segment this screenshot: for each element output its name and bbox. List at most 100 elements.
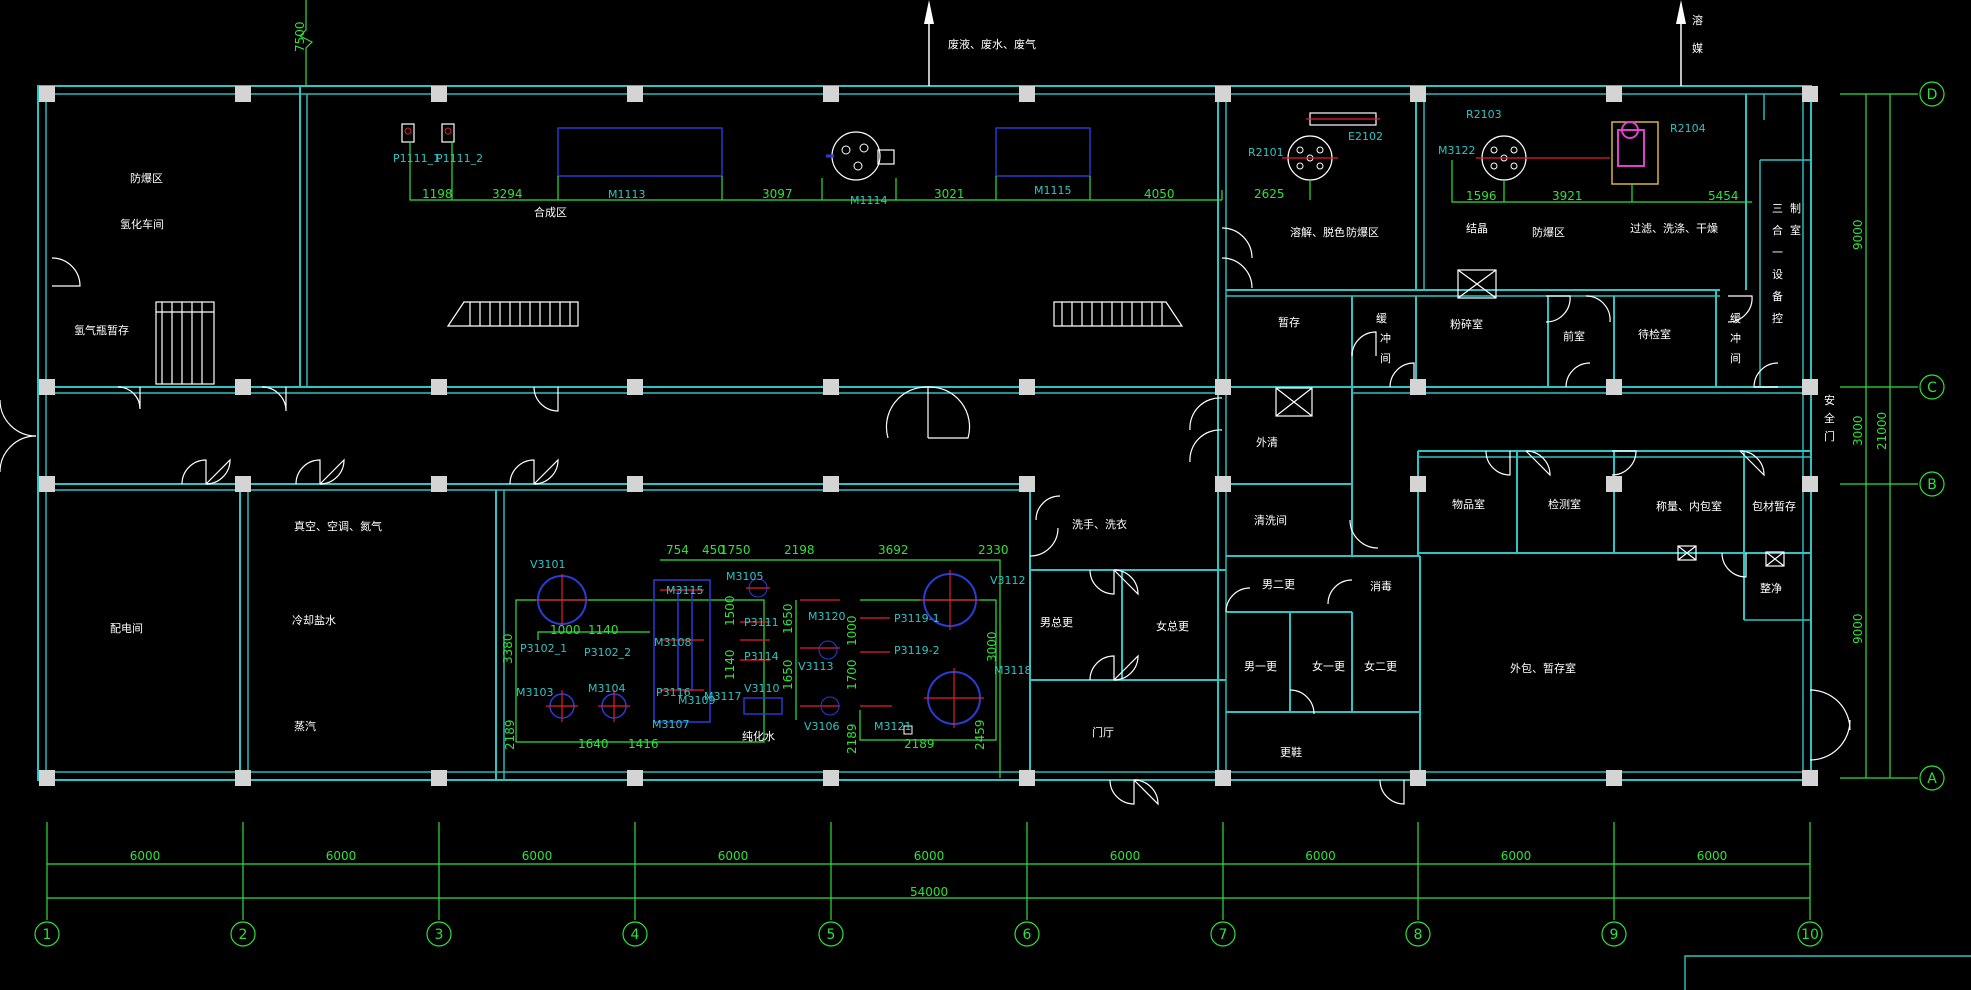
room-packaging-storage: 包材暂存 [1752, 499, 1796, 513]
dim-2625: 2625 [1254, 187, 1285, 201]
dim-1000-a: 1000 [550, 623, 581, 637]
safety-door-char-3: 门 [1824, 429, 1835, 443]
axis-label-4: 4 [631, 927, 640, 943]
room-external-cleaning: 外清 [1256, 436, 1278, 449]
row-bubble-D [1919, 81, 1945, 107]
column-9-2 [1606, 379, 1622, 395]
room-testing: 检测室 [1548, 497, 1581, 511]
column-4-4 [627, 770, 643, 786]
room-mens-changing: 男总更 [1040, 615, 1073, 629]
room-explosion-proof-2: 防爆区 [1346, 225, 1379, 239]
column-3-1 [431, 86, 447, 102]
column-9-4 [1606, 770, 1622, 786]
room-power-distribution: 配电间 [110, 622, 143, 635]
bay-dim-2: 6000 [326, 849, 357, 863]
room-labels: 防爆区 氢化车间 氢气瓶暂存 合成区 溶解、脱色 防爆区 结晶 防爆区 过滤、洗… [74, 171, 1835, 759]
column-1-4 [39, 770, 55, 786]
dim-1640: 1640 [578, 737, 609, 751]
dim-1500: 1500 [723, 595, 737, 626]
room-synthesis: 合成区 [534, 205, 567, 219]
solvent-arrow-label-1: 溶 [1692, 13, 1703, 27]
label-m3118: M3118 [994, 664, 1032, 677]
label-v3106: V3106 [804, 720, 840, 733]
column-8-1 [1410, 86, 1426, 102]
axis-label-9: 9 [1610, 927, 1619, 943]
columns [39, 86, 1818, 786]
room-explosion-proof-3: 防爆区 [1532, 225, 1565, 239]
column-5-3 [823, 476, 839, 492]
axis-bubble-1 [34, 921, 60, 947]
room-hydrogenation: 氢化车间 [120, 217, 164, 231]
room-explosion-proof-1: 防爆区 [130, 171, 163, 185]
axis-label-2: 2 [239, 927, 248, 943]
label-m3122: M3122 [1438, 144, 1476, 157]
dim-3000-corridor: 3000 [1851, 415, 1865, 446]
room-pending-inspection: 待检室 [1638, 327, 1671, 341]
dim-9000-upper: 9000 [1851, 219, 1865, 250]
dim-2189-a: 2189 [503, 719, 517, 750]
label-p3111: P3111 [744, 616, 779, 629]
axis-label-10: 10 [1801, 927, 1819, 943]
label-m1115: M1115 [1034, 184, 1072, 197]
dim-1416: 1416 [628, 737, 659, 751]
label-m1113: M1113 [608, 188, 646, 201]
label-m3105: M3105 [726, 570, 764, 583]
lower-equipment: V3101 P3102_1 P3102_2 M3103 M3104 M3115 … [501, 543, 1032, 778]
column-3-2 [431, 379, 447, 395]
waste-arrow-label: 废液、废水、废气 [948, 37, 1036, 51]
axis-label-6: 6 [1023, 927, 1032, 943]
row-bubble-A [1919, 765, 1945, 791]
column-3-3 [431, 476, 447, 492]
axis-bubble-9 [1601, 921, 1627, 947]
dim-3294: 3294 [492, 187, 523, 201]
label-m3108: M3108 [654, 636, 692, 649]
room-3in1-char-3: 一 [1772, 246, 1783, 259]
dim-1650-a: 1650 [781, 603, 795, 634]
room-mens-first-change: 男一更 [1244, 660, 1277, 673]
column-1-1 [39, 86, 55, 102]
row-bubble-B [1919, 471, 1945, 497]
bay-dim-6: 6000 [1110, 849, 1141, 863]
column-4-2 [627, 379, 643, 395]
dim-1596: 1596 [1466, 189, 1497, 203]
room-3in1-char-1: 三 [1772, 202, 1783, 215]
dim-450: 450 [702, 543, 725, 557]
solvent-arrow-label-2: 媒 [1692, 42, 1703, 55]
dim-3000: 3000 [985, 631, 999, 662]
dim-9000-lower: 9000 [1851, 613, 1865, 644]
column-2-3 [235, 476, 251, 492]
room-outer-pack-storage: 外包、暂存室 [1510, 661, 1576, 675]
room-filter-wash-dry: 过滤、洗涤、干燥 [1630, 221, 1718, 235]
dim-3021: 3021 [934, 187, 965, 201]
column-10-1 [1802, 86, 1818, 102]
column-1-3 [39, 476, 55, 492]
title-block-frame [1684, 955, 1971, 990]
room-wash-laundry: 洗手、洗衣 [1072, 517, 1127, 531]
label-r2103: R2103 [1466, 108, 1502, 121]
row-label-C: C [1927, 380, 1937, 396]
room-3in1-char-7: 备 [1772, 289, 1783, 303]
dim-5454: 5454 [1708, 189, 1739, 203]
exhaust-fans [1275, 269, 1785, 567]
label-m3117: M3117 [704, 690, 742, 703]
column-5-2 [823, 379, 839, 395]
column-2-1 [235, 86, 251, 102]
label-e2102: E2102 [1348, 130, 1383, 143]
room-buffer-1-b: 冲 [1380, 331, 1391, 345]
column-3-4 [431, 770, 447, 786]
doors [0, 227, 1851, 806]
room-disinfection: 消毒 [1370, 579, 1392, 593]
label-m3115: M3115 [666, 584, 704, 597]
axis-bubble-2 [230, 921, 256, 947]
column-7-1 [1215, 86, 1231, 102]
column-10-2 [1802, 379, 1818, 395]
axis-bubble-3 [426, 921, 452, 947]
column-7-2 [1215, 379, 1231, 395]
room-goods: 物品室 [1452, 497, 1485, 511]
room-3in1-char-8: 控 [1772, 311, 1783, 325]
room-steam: 蒸汽 [294, 719, 316, 733]
column-10-3 [1802, 476, 1818, 492]
column-4-1 [627, 86, 643, 102]
